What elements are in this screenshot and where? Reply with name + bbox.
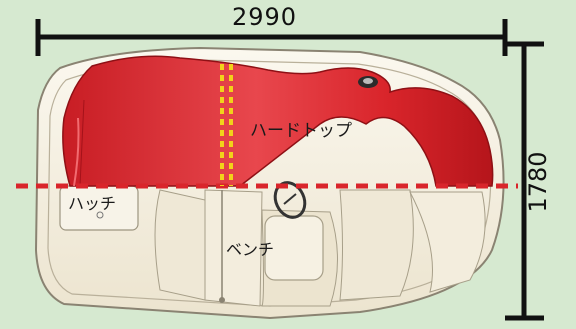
width-dimension-line xyxy=(35,19,508,56)
width-dimension-label: 2990 xyxy=(232,3,298,31)
bench-label: ベンチ xyxy=(226,240,275,259)
bench-seat xyxy=(204,189,263,307)
height-dimension-label: 1780 xyxy=(524,151,552,213)
hardtop xyxy=(62,55,494,187)
hatch-label: ハッチ xyxy=(68,194,117,213)
height-dimension-line xyxy=(505,41,544,321)
hardtop-label: ハードトップ xyxy=(250,121,352,141)
center-line-vertical xyxy=(220,64,233,186)
